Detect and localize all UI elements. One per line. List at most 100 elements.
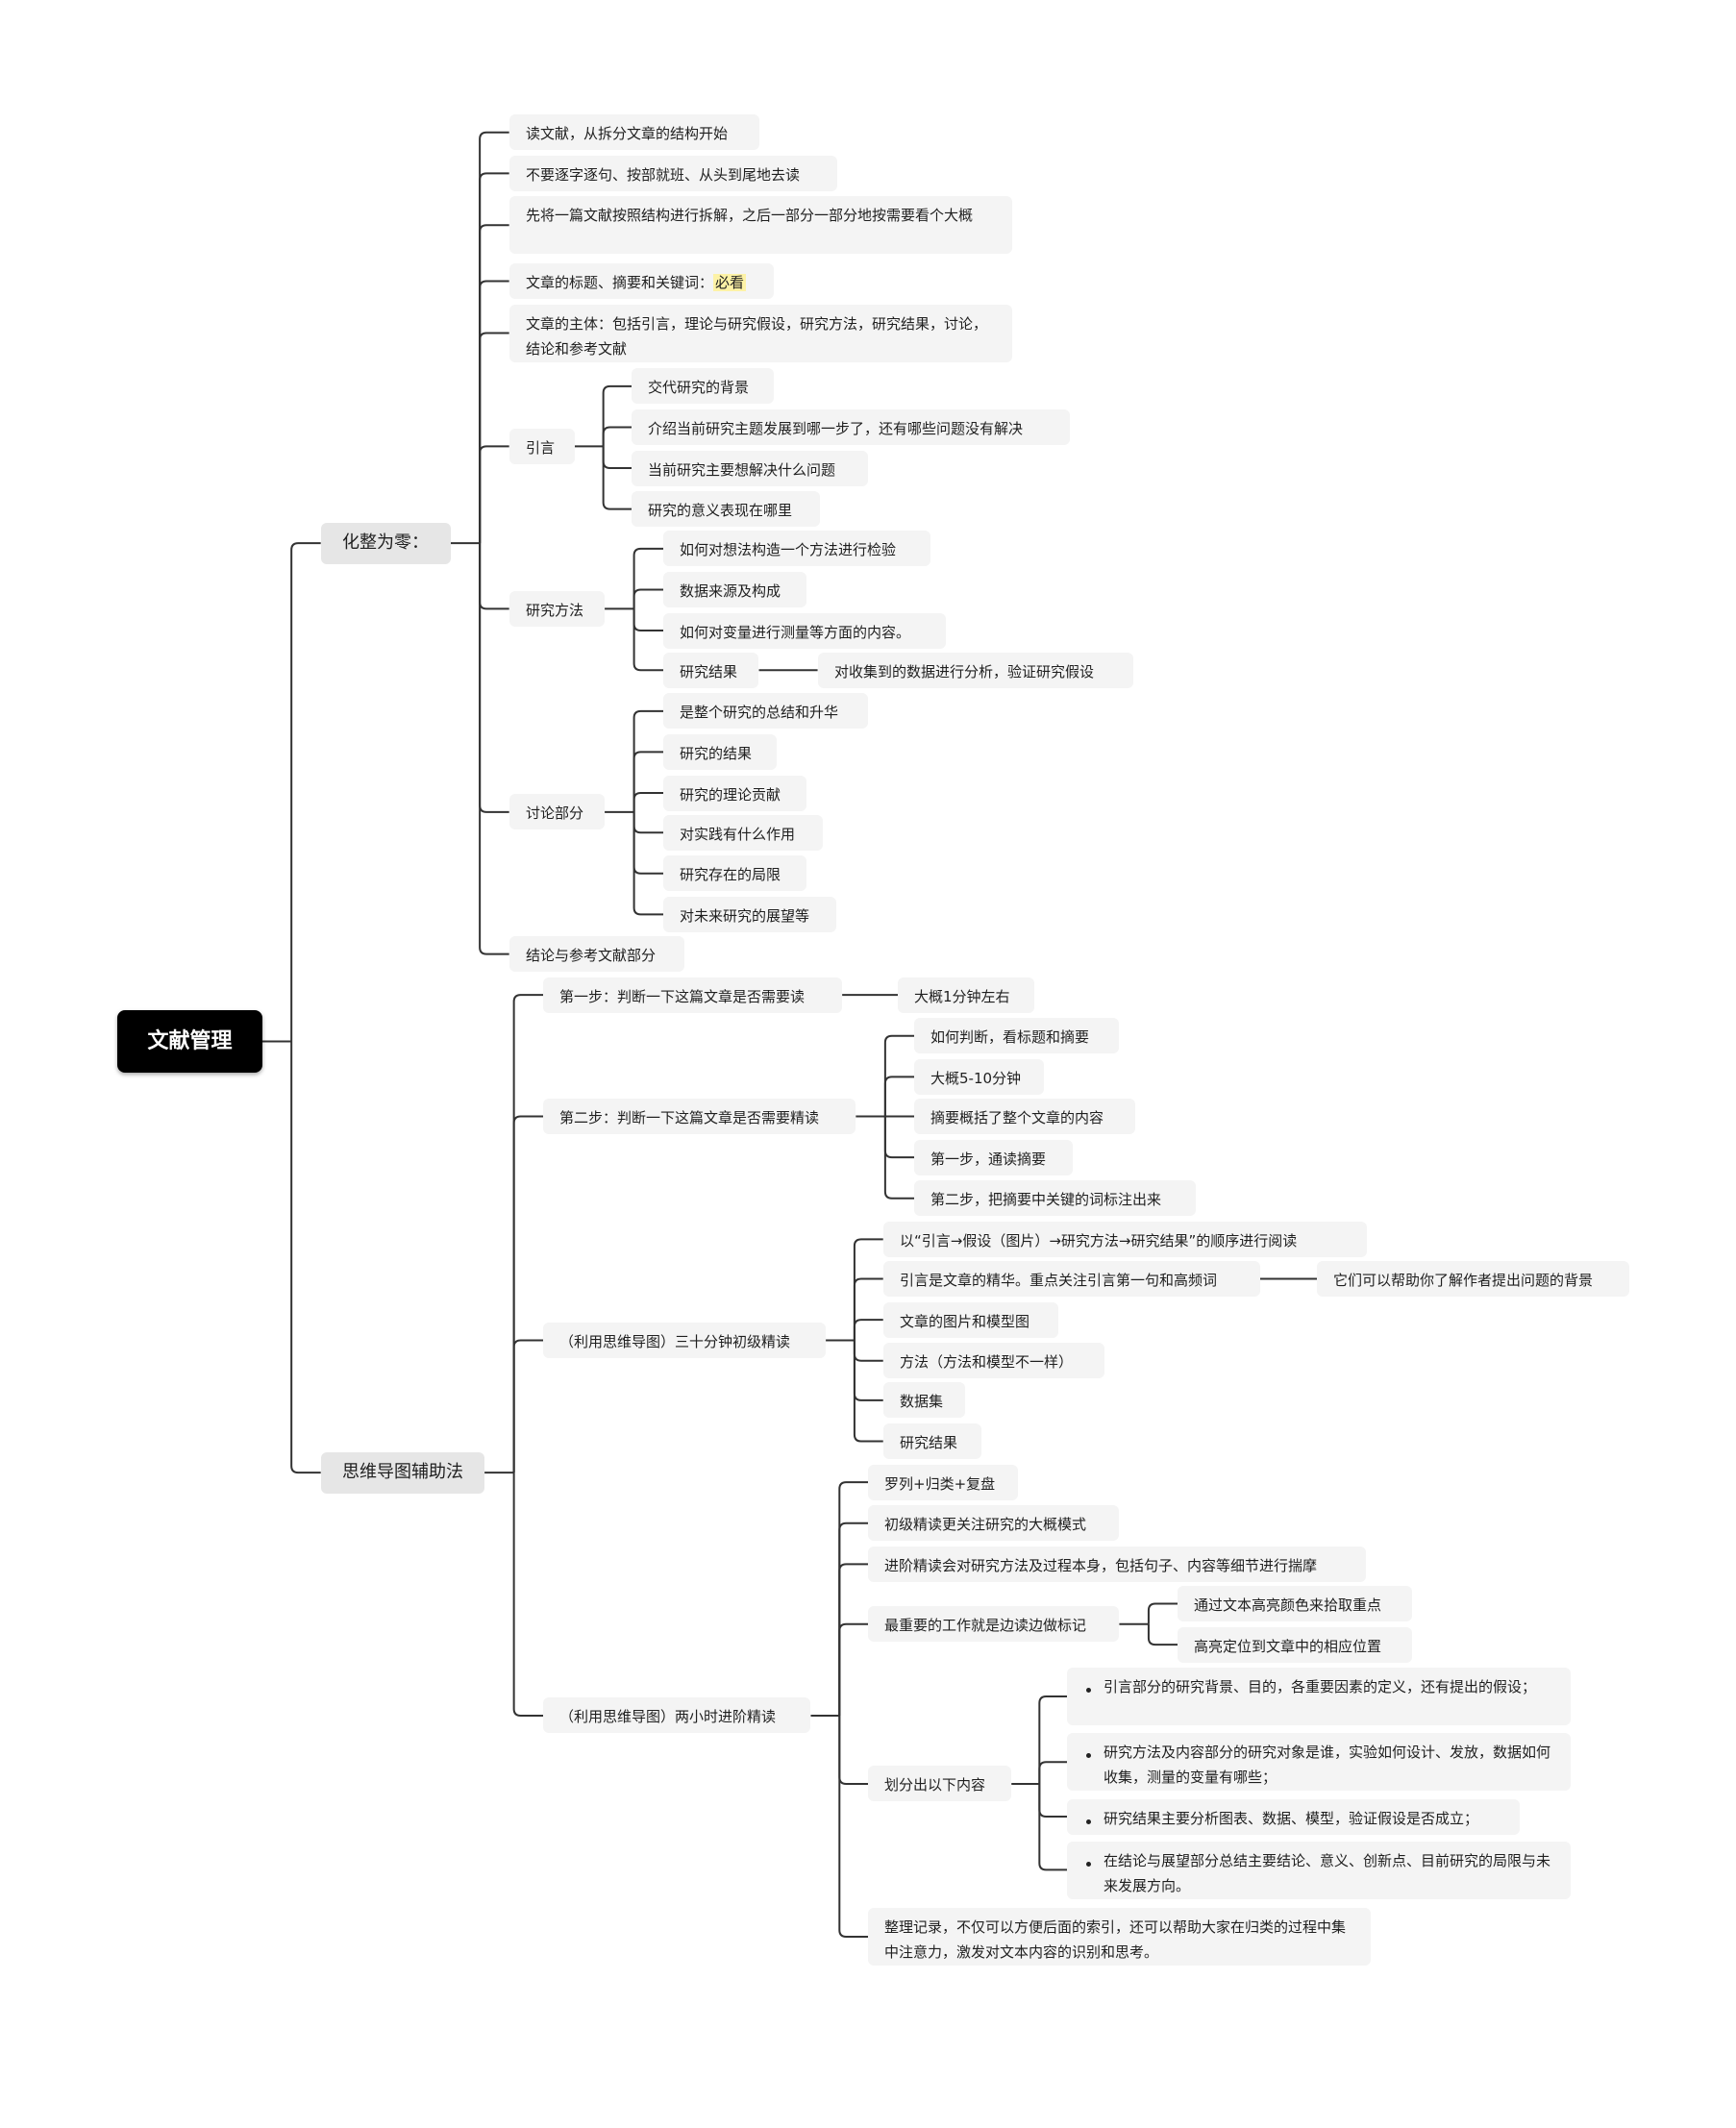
connector: [838, 1622, 869, 1716]
connector: [479, 445, 509, 544]
node-discussion[interactable]: 讨论部分: [509, 794, 605, 829]
node-step-two-abstract[interactable]: 摘要概括了整个文章的内容: [914, 1099, 1135, 1134]
connector: [632, 811, 664, 916]
node-mark-while-reading[interactable]: 最重要的工作就是边读边做标记: [868, 1606, 1119, 1642]
node-method-results[interactable]: 研究结果: [663, 653, 758, 688]
connector: [838, 1481, 869, 1716]
node-list-classify-review[interactable]: 罗列+归类+复盘: [868, 1465, 1018, 1500]
connector: [632, 547, 664, 609]
connector: [479, 543, 509, 813]
connector: [632, 751, 664, 812]
connector: [853, 1319, 883, 1341]
node-step-two-judge[interactable]: 如何判断，看标题和摘要: [914, 1018, 1119, 1053]
node-thirty-minutes[interactable]: （利用思维导图）三十分钟初级精读: [543, 1323, 826, 1358]
connector: [838, 1715, 869, 1938]
connector: [632, 588, 664, 609]
node-organize-notes[interactable]: 整理记录，不仅可以方便后面的索引，还可以帮助大家在归类的过程中集中注意力，激发对…: [868, 1908, 1371, 1966]
node-discussion-theory[interactable]: 研究的理论贡献: [663, 776, 806, 811]
node-introduction[interactable]: 引言: [509, 429, 575, 464]
node-highlight-color[interactable]: 通过文本高亮颜色来拾取重点: [1178, 1586, 1412, 1621]
bullet-results-part[interactable]: 研究结果主要分析图表、数据、模型，验证假设是否成立；: [1067, 1799, 1520, 1835]
node-mind-map-method[interactable]: 思维导图辅助法: [321, 1452, 484, 1494]
connector: [883, 1034, 915, 1117]
node-step-one-time[interactable]: 大概1分钟左右: [898, 977, 1034, 1013]
node-intro-progress[interactable]: 介绍当前研究主题发展到哪一步了，还有哪些问题没有解决: [632, 409, 1070, 445]
connector: [632, 811, 664, 875]
connector: [479, 543, 509, 610]
bullet-conclusion-part[interactable]: 在结论与展望部分总结主要结论、意义、创新点、目前研究的局限与未来发展方向。: [1067, 1842, 1571, 1899]
node-split-by-structure[interactable]: 先将一篇文献按照结构进行拆解，之后一部分一部分地按需要看个大概: [509, 196, 1012, 254]
root-node[interactable]: 文献管理: [117, 1010, 262, 1073]
connector: [883, 1116, 915, 1159]
node-not-word-by-word[interactable]: 不要逐字逐句、按部就班、从头到尾地去读: [509, 156, 837, 191]
bullet-method-part[interactable]: 研究方法及内容部分的研究对象是谁，实验如何设计、发放，数据如何收集，测量的变量有…: [1067, 1733, 1571, 1791]
node-method-test[interactable]: 如何对想法构造一个方法进行检验: [663, 531, 930, 566]
node-discussion-future[interactable]: 对未来研究的展望等: [663, 897, 836, 932]
node-step-two-first[interactable]: 第一步，通读摘要: [914, 1140, 1073, 1175]
connector: [479, 332, 509, 544]
connector: [479, 543, 509, 955]
connector: [883, 1076, 915, 1117]
connector: [512, 1339, 544, 1473]
node-hua-zheng-wei-ling[interactable]: 化整为零：: [321, 523, 451, 564]
node-two-hours[interactable]: （利用思维导图）两小时进阶精读: [543, 1697, 810, 1733]
node-step-two-time[interactable]: 大概5-10分钟: [914, 1059, 1044, 1095]
connector: [853, 1340, 883, 1401]
node-advanced-focus[interactable]: 进阶精读会对研究方法及过程本身，包括句子、内容等细节进行揣摩: [868, 1547, 1366, 1582]
node-research-method[interactable]: 研究方法: [509, 591, 605, 627]
node-divide-content[interactable]: 划分出以下内容: [868, 1766, 1011, 1801]
connector: [853, 1340, 883, 1443]
connector: [602, 384, 632, 447]
node-step-two[interactable]: 第二步：判断一下这篇文章是否需要精读: [543, 1099, 856, 1134]
node-method-data-source[interactable]: 数据来源及构成: [663, 572, 806, 607]
connector: [1147, 1623, 1178, 1646]
connector: [632, 608, 664, 632]
node-basic-focus[interactable]: 初级精读更关注研究的大概模式: [868, 1505, 1119, 1541]
connector: [479, 224, 509, 544]
node-conclusion-references[interactable]: 结论与参考文献部分: [509, 936, 684, 972]
connector: [512, 1472, 544, 1717]
connector: [853, 1238, 883, 1341]
node-article-body[interactable]: 文章的主体：包括引言，理论与研究假设，研究方法，研究结果，讨论，结论和参考文献: [509, 305, 1012, 362]
node-read-from-structure[interactable]: 读文献，从拆分文章的结构开始: [509, 114, 759, 150]
connector: [479, 172, 509, 544]
connector: [632, 792, 664, 812]
node-results-analysis[interactable]: 对收集到的数据进行分析，验证研究假设: [818, 653, 1133, 688]
node-intro-background[interactable]: 交代研究的背景: [632, 368, 774, 404]
connector: [632, 709, 664, 812]
node-intro-problem[interactable]: 当前研究主要想解决什么问题: [632, 451, 868, 486]
node-discussion-limits[interactable]: 研究存在的局限: [663, 855, 806, 891]
node-method-measurement[interactable]: 如何对变量进行测量等方面的内容。: [663, 613, 946, 649]
node-title-abstract-keywords[interactable]: 文章的标题、摘要和关键词：必看: [509, 263, 774, 299]
node-dataset[interactable]: 数据集: [883, 1382, 965, 1418]
node-step-one[interactable]: 第一步：判断一下这篇文章是否需要读: [543, 977, 842, 1013]
connector: [838, 1715, 869, 1785]
node-figures-models[interactable]: 文章的图片和模型图: [883, 1302, 1058, 1338]
connector: [290, 542, 321, 1042]
connector: [1147, 1602, 1178, 1624]
connector: [853, 1277, 883, 1341]
node-discussion-summary[interactable]: 是整个研究的总结和升华: [663, 693, 868, 729]
connector: [632, 608, 664, 672]
connector: [883, 1116, 915, 1200]
connector: [1038, 1783, 1068, 1819]
node-methods-note[interactable]: 方法（方法和模型不一样）: [883, 1343, 1104, 1378]
connector: [602, 446, 632, 470]
node-intro-essence[interactable]: 引言是文章的精华。重点关注引言第一句和高频词: [883, 1261, 1260, 1297]
connector: [838, 1522, 869, 1716]
connector: [853, 1340, 883, 1362]
node-reading-order[interactable]: 以“引言→假设（图片）→研究方法→研究结果”的顺序进行阅读: [883, 1222, 1367, 1257]
node-discussion-practice[interactable]: 对实践有什么作用: [663, 815, 823, 851]
connector: [1038, 1761, 1068, 1784]
connector: [512, 1115, 544, 1473]
node-intro-significance[interactable]: 研究的意义表现在哪里: [632, 491, 820, 527]
node-results[interactable]: 研究结果: [883, 1423, 981, 1459]
node-discussion-results[interactable]: 研究的结果: [663, 734, 777, 770]
node-intro-background-help[interactable]: 它们可以帮助你了解作者提出问题的背景: [1317, 1261, 1629, 1297]
bullet-intro-part[interactable]: 引言部分的研究背景、目的，各重要因素的定义，还有提出的假设；: [1067, 1668, 1571, 1725]
node-step-two-second[interactable]: 第二步，把摘要中关键的词标注出来: [914, 1180, 1196, 1216]
connector: [1038, 1783, 1068, 1871]
connector: [479, 280, 509, 544]
node-highlight-locate[interactable]: 高亮定位到文章中的相应位置: [1178, 1627, 1412, 1663]
